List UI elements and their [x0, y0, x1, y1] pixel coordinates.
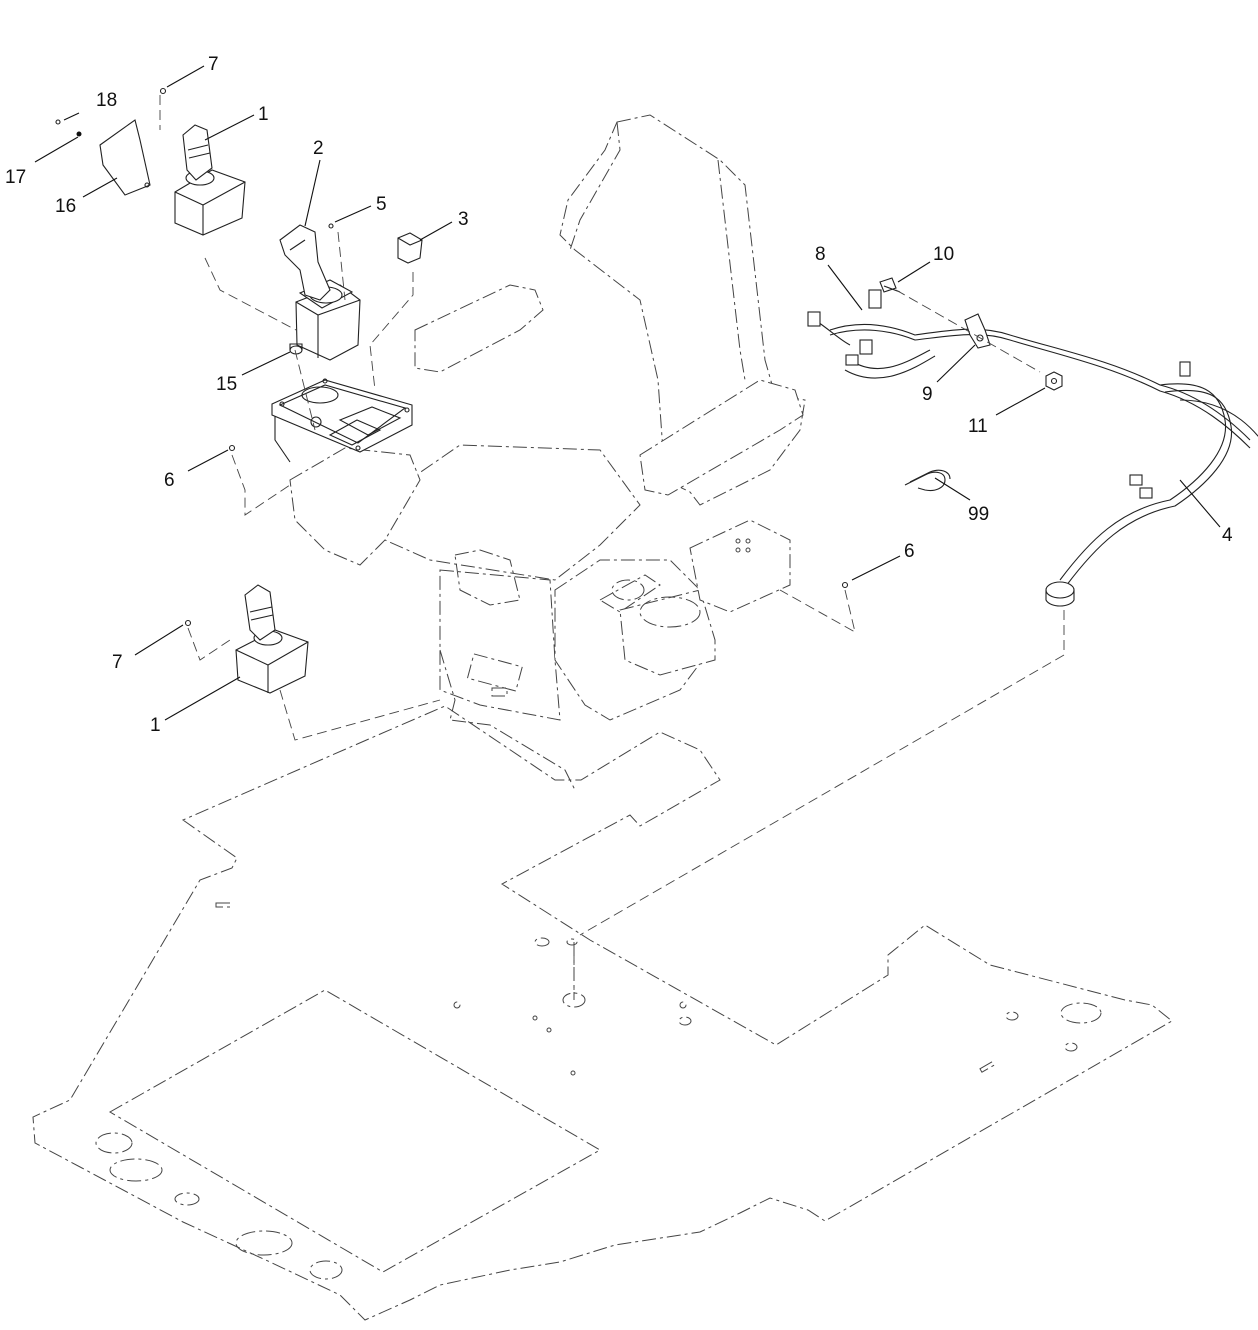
callout-99: 99: [968, 504, 989, 525]
switch-part-3: [397, 232, 423, 264]
hardware-items: [55, 87, 849, 627]
callout-6-right: 6: [904, 541, 915, 562]
callout-7-top: 7: [208, 54, 219, 75]
callout-1-bottom: 1: [150, 715, 161, 736]
bracket-part-16: [99, 119, 151, 196]
callout-18: 18: [96, 90, 117, 111]
callout-10: 10: [933, 244, 954, 265]
assembly-lines: [159, 95, 1065, 990]
callout-3: 3: [458, 209, 469, 230]
callout-15: 15: [216, 374, 237, 395]
joystick-part-1-top: [174, 124, 246, 236]
joystick-part-1-bottom: [235, 584, 309, 694]
floor-plate: [32, 705, 1173, 1321]
operator-seat: [289, 114, 806, 791]
callout-8: 8: [815, 244, 826, 265]
callout-16: 16: [55, 196, 76, 217]
cable-tie-part-99: [904, 469, 951, 492]
callout-11: 11: [968, 416, 988, 437]
callout-2: 2: [313, 138, 324, 159]
callout-5: 5: [376, 194, 387, 215]
nut-part-11: [1045, 371, 1063, 391]
callout-labels: 7 18 1 2 17 16 5 3 8 10 15 9 11 6 99 4 6…: [5, 54, 1233, 736]
callout-4: 4: [1222, 525, 1233, 546]
callout-9: 9: [922, 384, 933, 405]
callout-7-bottom: 7: [112, 652, 123, 673]
joystick-part-2: [279, 224, 361, 361]
callout-6-left: 6: [164, 470, 175, 491]
clamp-part-9: [964, 313, 991, 349]
callout-1-top: 1: [258, 104, 269, 125]
screw-part-10: [879, 277, 901, 293]
wire-harness-part-4: [807, 289, 1258, 607]
callout-17: 17: [5, 167, 26, 188]
leader-lines: [34, 65, 1221, 721]
